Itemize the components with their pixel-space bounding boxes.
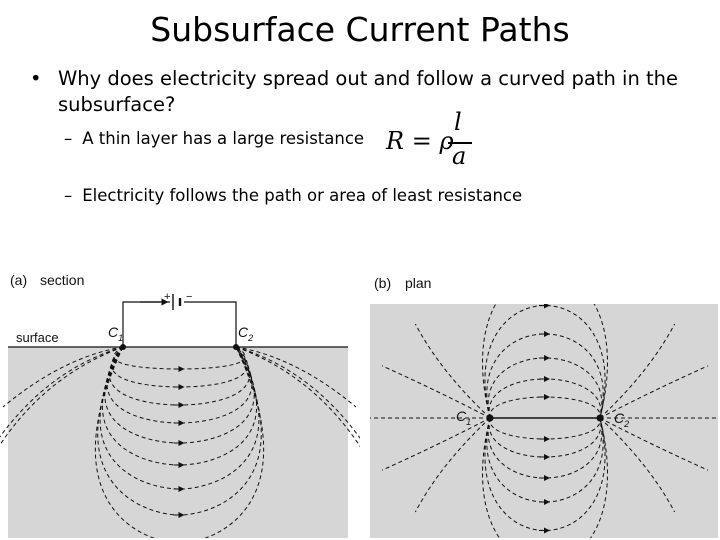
formula-lhs: R = ρ bbox=[386, 127, 454, 155]
resistance-formula: R = ρ l a bbox=[386, 108, 486, 174]
battery-plus: + bbox=[164, 291, 171, 303]
electrode-c1-label-a: C1 bbox=[108, 324, 124, 343]
electrode-c1-label-b: C1 bbox=[456, 408, 472, 427]
sub-bullet-2: –Electricity follows the path or area of… bbox=[64, 185, 522, 207]
electrode-c2-dot bbox=[596, 414, 604, 422]
dash-symbol: – bbox=[64, 186, 73, 205]
field-line bbox=[99, 346, 260, 490]
field-line bbox=[486, 333, 604, 419]
field-line bbox=[482, 304, 608, 419]
outer-field-line bbox=[599, 417, 709, 471]
panel-a-view-label: section bbox=[40, 272, 85, 288]
panel-b-view-label: plan bbox=[405, 275, 432, 291]
main-bullet: • Why does electricity spread out and fo… bbox=[30, 66, 700, 118]
outer-field-line bbox=[599, 365, 709, 419]
slide-title: Subsurface Current Paths bbox=[150, 10, 570, 49]
battery-gap bbox=[170, 292, 184, 312]
field-line bbox=[111, 346, 248, 388]
main-bullet-text: Why does electricity spread out and foll… bbox=[58, 67, 679, 116]
field-line bbox=[487, 357, 603, 419]
panel-a-label: (a) bbox=[10, 272, 28, 288]
outer-field-line bbox=[381, 365, 491, 419]
electrode-c1-dot bbox=[486, 414, 494, 422]
ground-fill bbox=[370, 304, 718, 538]
outer-field-line bbox=[2, 346, 124, 408]
outer-field-line bbox=[599, 323, 676, 419]
battery-minus: − bbox=[186, 291, 193, 303]
section-view-diagram bbox=[0, 292, 360, 538]
outer-field-line bbox=[235, 346, 357, 408]
plan-view-diagram bbox=[370, 304, 718, 538]
electrode-c2-label-a: C2 bbox=[238, 324, 254, 343]
sub-bullet-text: A thin layer has a large resistance bbox=[82, 129, 365, 148]
sub-bullet-text: Electricity follows the path or area of … bbox=[82, 186, 523, 205]
formula-denominator: a bbox=[452, 142, 467, 170]
field-line bbox=[486, 417, 604, 503]
outer-field-line bbox=[414, 417, 491, 513]
outer-field-line bbox=[414, 323, 491, 419]
bullet-symbol: • bbox=[30, 67, 42, 90]
formula-numerator: l bbox=[454, 108, 462, 136]
electrode-c2-label-b: C2 bbox=[614, 410, 630, 429]
outer-field-line bbox=[235, 346, 360, 448]
dash-symbol: – bbox=[64, 129, 73, 148]
outer-field-line bbox=[0, 346, 124, 446]
sub-bullet-1: –A thin layer has a large resistance bbox=[64, 128, 364, 150]
outer-field-line bbox=[381, 417, 491, 471]
fraction-bar bbox=[448, 142, 472, 144]
surface-label: surface bbox=[16, 330, 59, 345]
field-line bbox=[487, 417, 603, 479]
outer-field-line bbox=[599, 417, 676, 513]
electrode-c1-dot bbox=[120, 344, 126, 350]
panel-b-label: (b) bbox=[374, 275, 392, 291]
field-line bbox=[482, 417, 608, 538]
field-line bbox=[94, 346, 265, 538]
electrode-c2-dot bbox=[233, 344, 239, 350]
